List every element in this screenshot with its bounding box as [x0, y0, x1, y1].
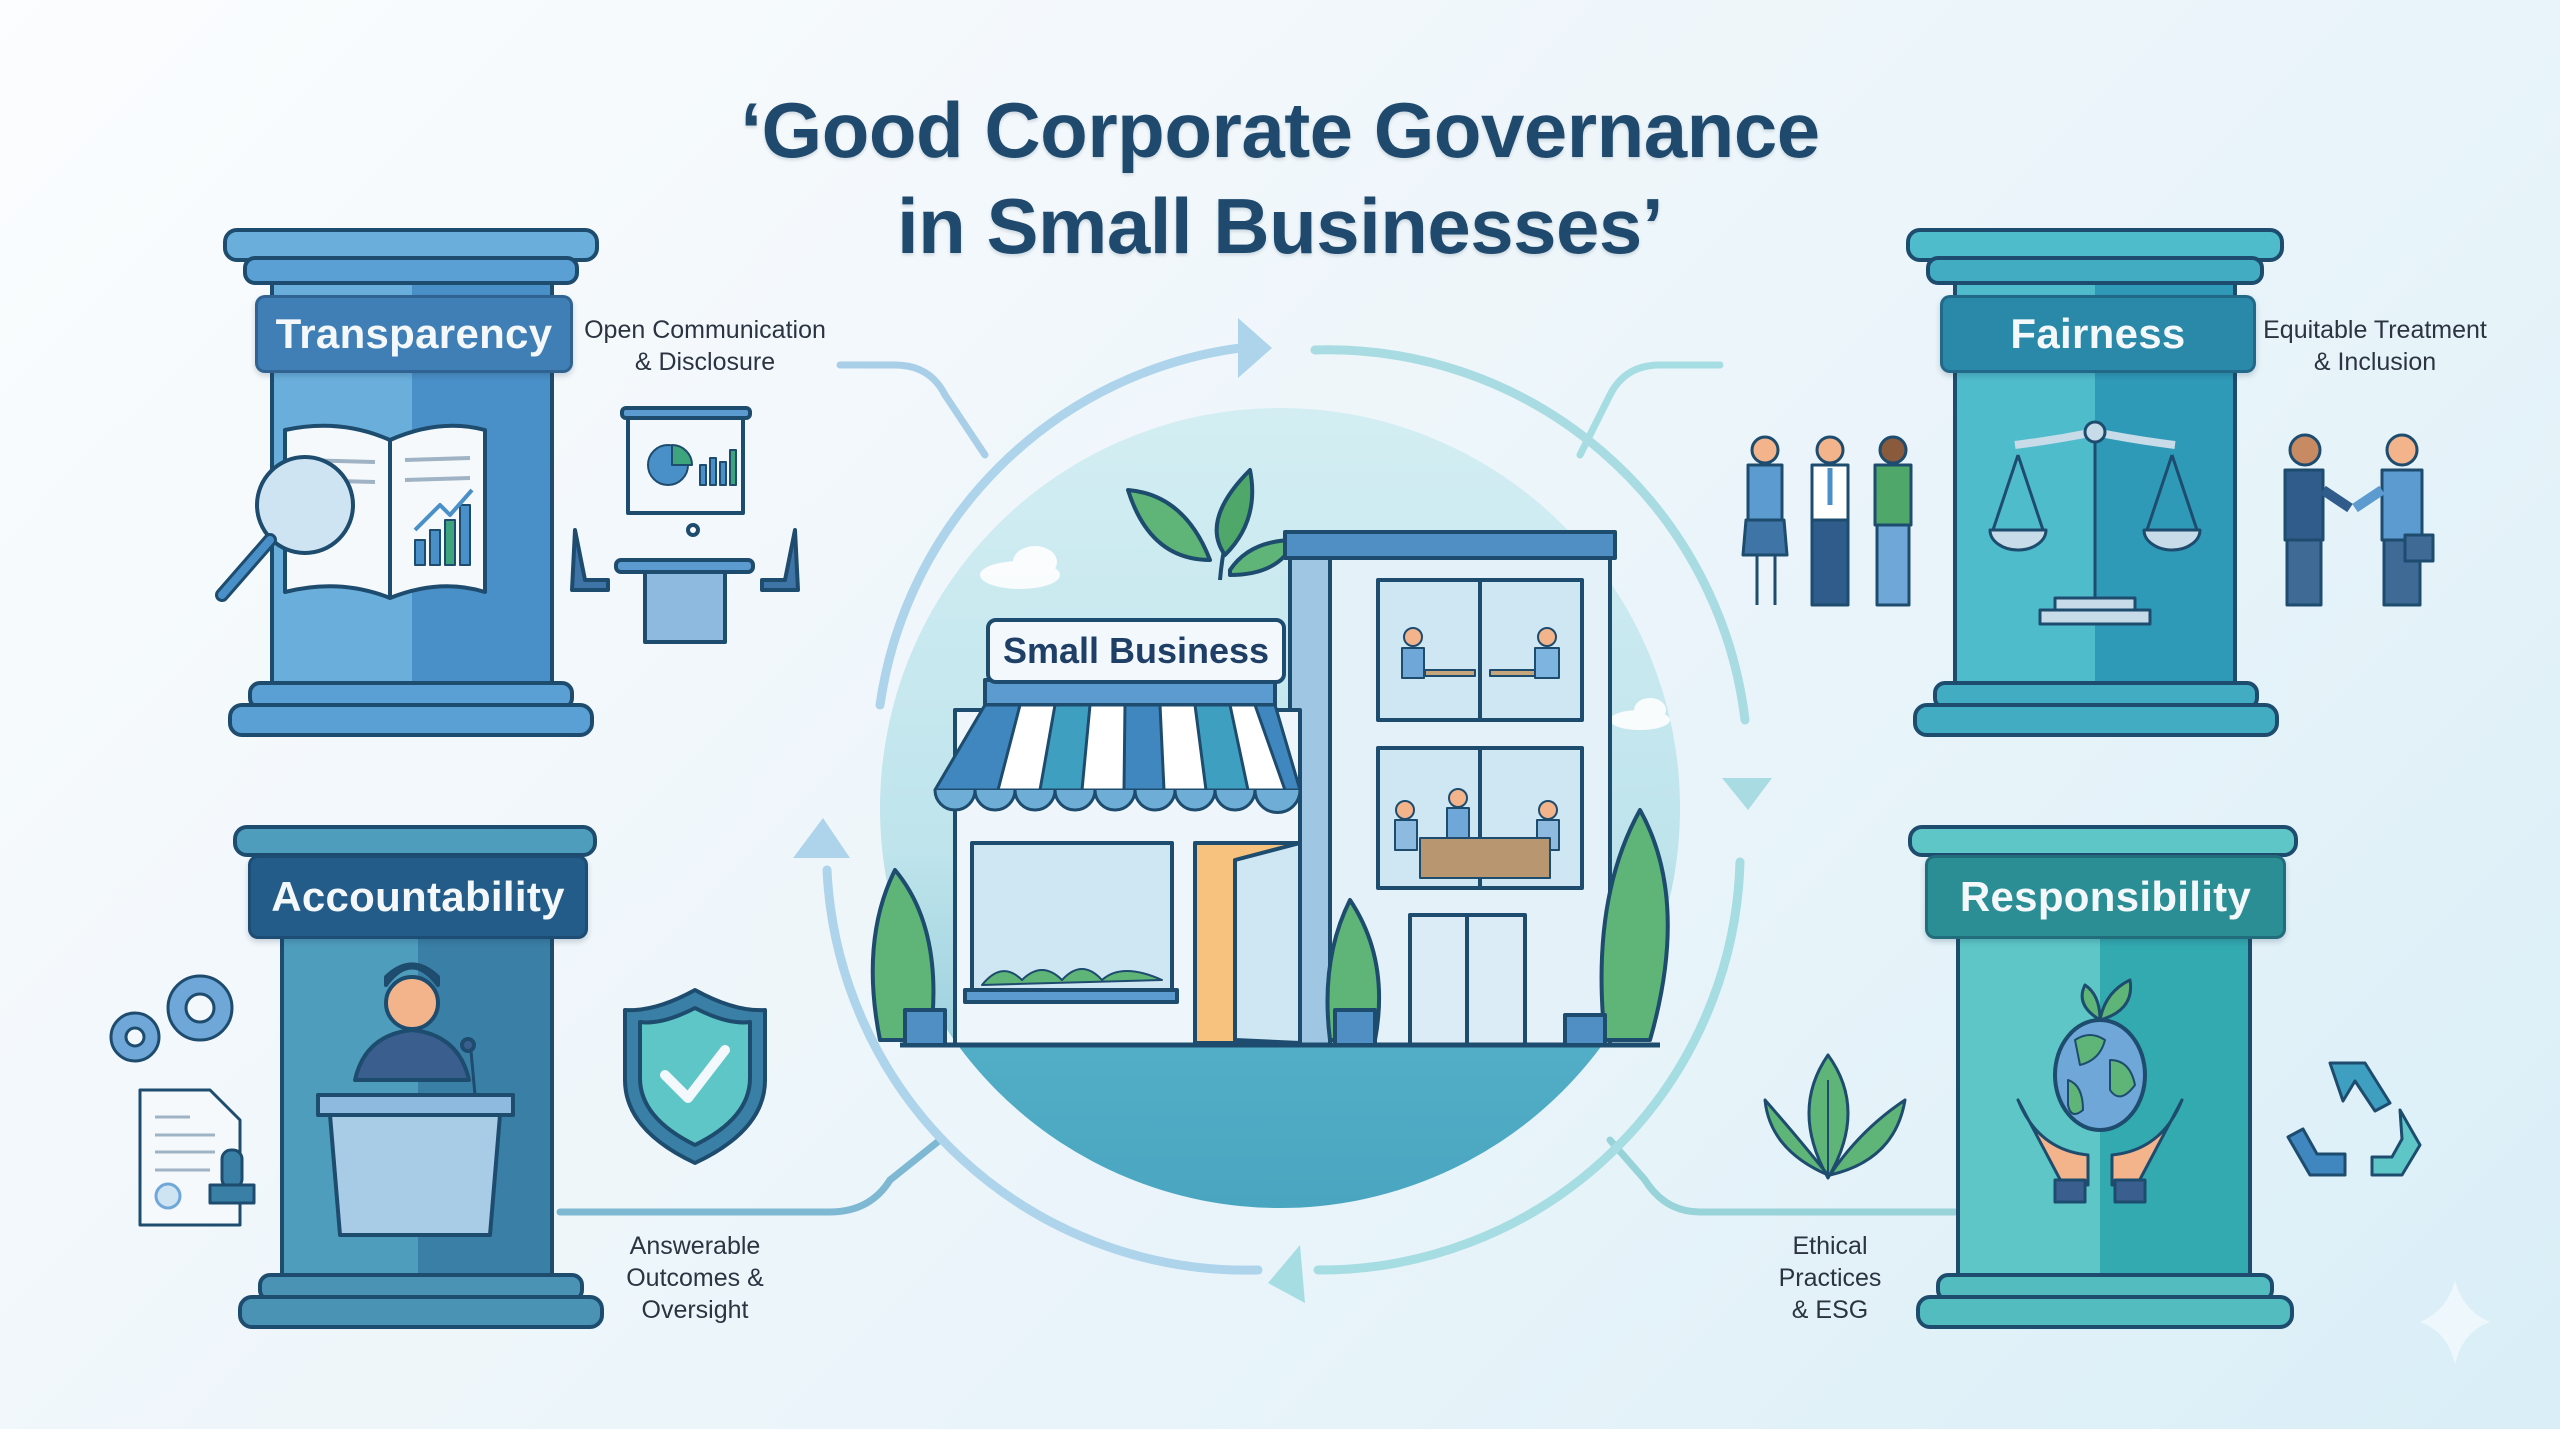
description-fairness: Equitable Treatment & Inclusion: [2263, 316, 2487, 376]
presentation-meeting-icon: [570, 406, 800, 644]
pillar-label-accountability: Accountability: [248, 855, 588, 939]
handshake-icon: [2283, 433, 2435, 607]
pillar-transparency: [215, 228, 599, 737]
leaves-icon: [1763, 1053, 1907, 1180]
description-transparency: Open Communication & Disclosure: [584, 316, 826, 376]
cycle-arrows: [822, 343, 1750, 1275]
pillar-accountability: [233, 825, 604, 1329]
stamped-document-icon: [138, 1088, 256, 1227]
description-responsibility: Ethical Practices & ESG: [1778, 1232, 1882, 1324]
pillar-label-fairness: Fairness: [1940, 295, 2256, 373]
storefront-illustration: [870, 468, 1670, 1048]
small-business-sign: Small Business: [1002, 630, 1270, 671]
pillar-label-transparency: Transparency: [255, 295, 573, 373]
title-line-2: in Small Businesses’: [896, 182, 1664, 270]
diverse-people-icon: [1741, 435, 1913, 607]
title-line-1: ‘Good Corporate Governance: [740, 86, 1820, 174]
recycle-icon: [2286, 1061, 2422, 1177]
sparkle-icon: [2420, 1280, 2490, 1365]
description-accountability: Answerable Outcomes & Oversight: [626, 1232, 764, 1324]
infographic-title: ‘Good Corporate Governance in Small Busi…: [0, 82, 2560, 274]
shield-check-icon: [623, 988, 767, 1165]
cycle-arrowheads: [793, 318, 1772, 1303]
gears-icon: [109, 974, 234, 1063]
connector-lines: [556, 361, 1959, 1216]
pillar-label-responsibility: Responsibility: [1925, 855, 2286, 939]
